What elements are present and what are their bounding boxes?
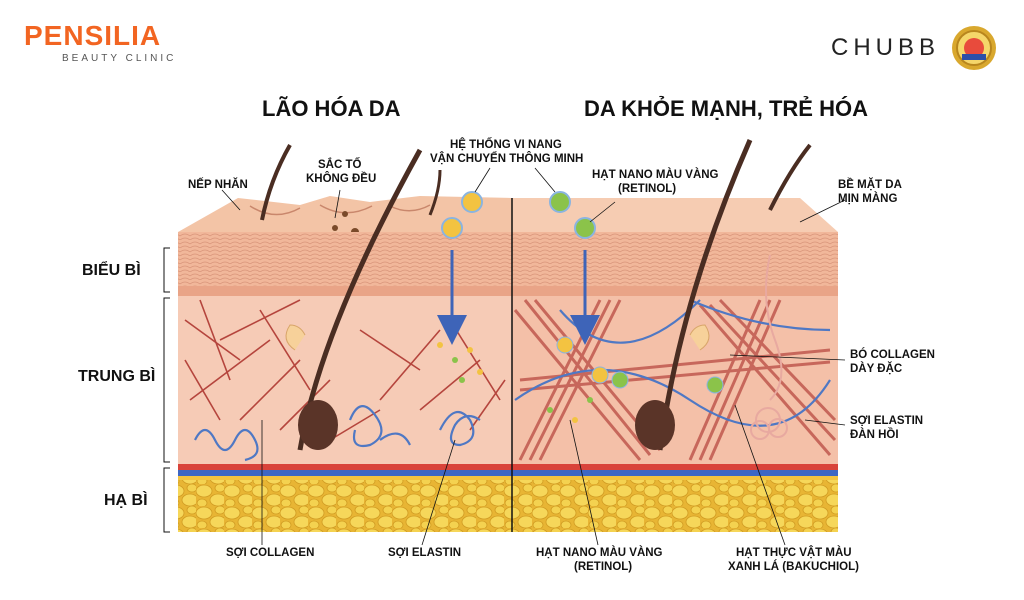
left-title: LÃO HÓA DA	[262, 96, 401, 121]
right-title: DA KHỎE MẠNH, TRẺ HÓA	[584, 96, 868, 121]
hair-left	[260, 144, 442, 451]
label-collagen: SỢI COLLAGEN	[226, 547, 315, 559]
label-bundle-line2: DÀY ĐẶC	[850, 363, 903, 375]
leader-lines	[221, 167, 846, 546]
label-pigment-line2: KHÔNG ĐỀU	[306, 173, 377, 185]
collagen-fibers-left	[184, 299, 506, 441]
award-seal-icon	[952, 26, 996, 70]
epidermis-layer	[178, 232, 838, 292]
label-surface-line2: MỊN MÀNG	[838, 193, 898, 205]
elastin-fibers-left	[194, 405, 481, 462]
hypodermis-fat-layer	[178, 480, 838, 532]
brand-name: PENSILIA	[24, 20, 162, 51]
brand-tagline: BEAUTY CLINIC	[62, 53, 177, 64]
label-system-line2: VẬN CHUYỂN THÔNG MINH	[430, 153, 584, 165]
elastin-coil	[750, 254, 788, 440]
label-elastin-right-line2: ĐÀN HỒI	[850, 429, 899, 441]
label-elastin-right-line1: SỢI ELASTIN	[850, 415, 924, 427]
label-nano-top-line1: HẠT NANO MÀU VÀNG	[592, 169, 719, 181]
layer-label-dermis: TRUNG BÌ	[78, 368, 156, 385]
hair-right	[635, 138, 812, 451]
label-elastin: SỢI ELASTIN	[388, 547, 462, 559]
label-nano-top-line2: (RETINOL)	[618, 183, 677, 195]
label-nano-bottom-line1: HẠT NANO MÀU VÀNG	[536, 547, 663, 559]
label-wrinkle: NẾP NHĂN	[188, 179, 248, 191]
label-nano-bottom-line2: (RETINOL)	[574, 561, 633, 573]
layer-brackets	[163, 247, 170, 533]
label-pigment-line1: SẮC TỐ	[318, 159, 362, 171]
label-system-line1: HỆ THỐNG VI NANG	[450, 139, 562, 151]
nano-particles-dermis	[437, 336, 724, 423]
label-plant-line2: XANH LÁ (BAKUCHIOL)	[728, 561, 859, 573]
layer-label-epidermis: BIỂU BÌ	[82, 262, 141, 279]
brand-logo: PENSILIA BEAUTY CLINIC	[24, 20, 177, 65]
label-bundle-line1: BÓ COLLAGEN	[850, 349, 935, 361]
partner-logo: CHUBB	[830, 34, 940, 61]
label-plant-line1: HẠT THỰC VẬT MÀU	[736, 547, 852, 559]
label-surface-line1: BỀ MẶT DA	[838, 179, 902, 191]
nano-capsules-top	[441, 191, 596, 239]
layer-label-hypodermis: HẠ BÌ	[104, 492, 148, 509]
